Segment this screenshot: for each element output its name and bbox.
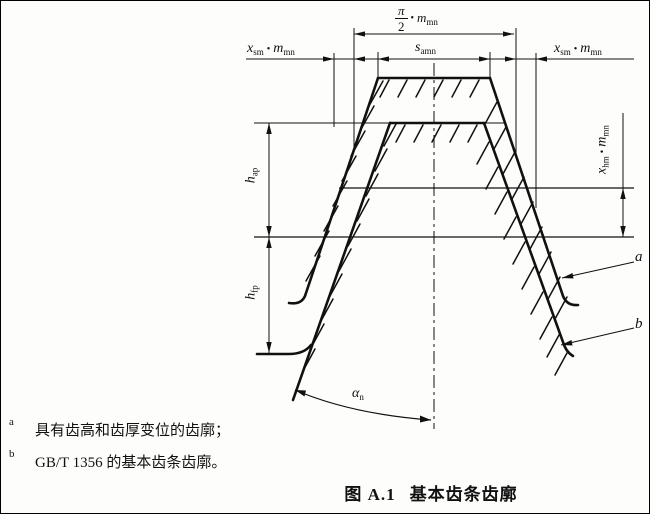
pressure-angle-arc	[294, 389, 432, 421]
callout-a-label: a	[635, 249, 643, 265]
figure-number: 图 A.1	[344, 485, 396, 504]
label-pressure-angle: αn	[352, 386, 364, 402]
figure-caption: 图 A.1 基本齿条齿廓	[211, 480, 649, 505]
label-half-pitch: π 2 • mmn	[395, 4, 438, 33]
callout-b-label: b	[635, 316, 643, 332]
profile-a	[287, 76, 580, 307]
label-tip-thickness: samn	[415, 40, 436, 56]
figure-title: 基本齿条齿廓	[409, 485, 518, 504]
label-addendum: hap	[243, 167, 260, 184]
profile-a-left-flank	[287, 76, 380, 305]
footnote-b-text: GB/T 1356 的基本齿条齿廓。	[35, 455, 227, 471]
callout-a-leader	[561, 261, 635, 279]
footnote-b-marker: b	[9, 448, 15, 460]
profile-b-left-flank	[291, 121, 392, 402]
profile-b-right-flank	[482, 121, 575, 358]
callout-b-leader	[560, 327, 635, 346]
arrowheads	[266, 31, 626, 423]
footnote-a-marker: a	[9, 416, 14, 428]
fraction-denominator: 2	[398, 19, 405, 34]
footnote-a-text: 具有齿高和齿厚变位的齿廓；	[35, 423, 231, 439]
profile-b	[255, 121, 575, 402]
label-dedendum: hfp	[243, 285, 260, 300]
multiply-dot: •	[410, 12, 415, 24]
callout-leaders	[560, 261, 635, 346]
fraction-numerator: π	[395, 4, 408, 19]
profile-a-right-flank	[488, 76, 580, 307]
half-pitch-fraction: π 2	[395, 4, 408, 33]
label-height-mod: xhm•mmn	[594, 125, 611, 174]
label-thickness-mod-left: xsm•mmn	[247, 41, 295, 57]
label-thickness-mod-right: xsm•mmn	[554, 41, 602, 57]
hatch-marks	[302, 79, 568, 376]
profile-b-root-line	[255, 343, 313, 356]
